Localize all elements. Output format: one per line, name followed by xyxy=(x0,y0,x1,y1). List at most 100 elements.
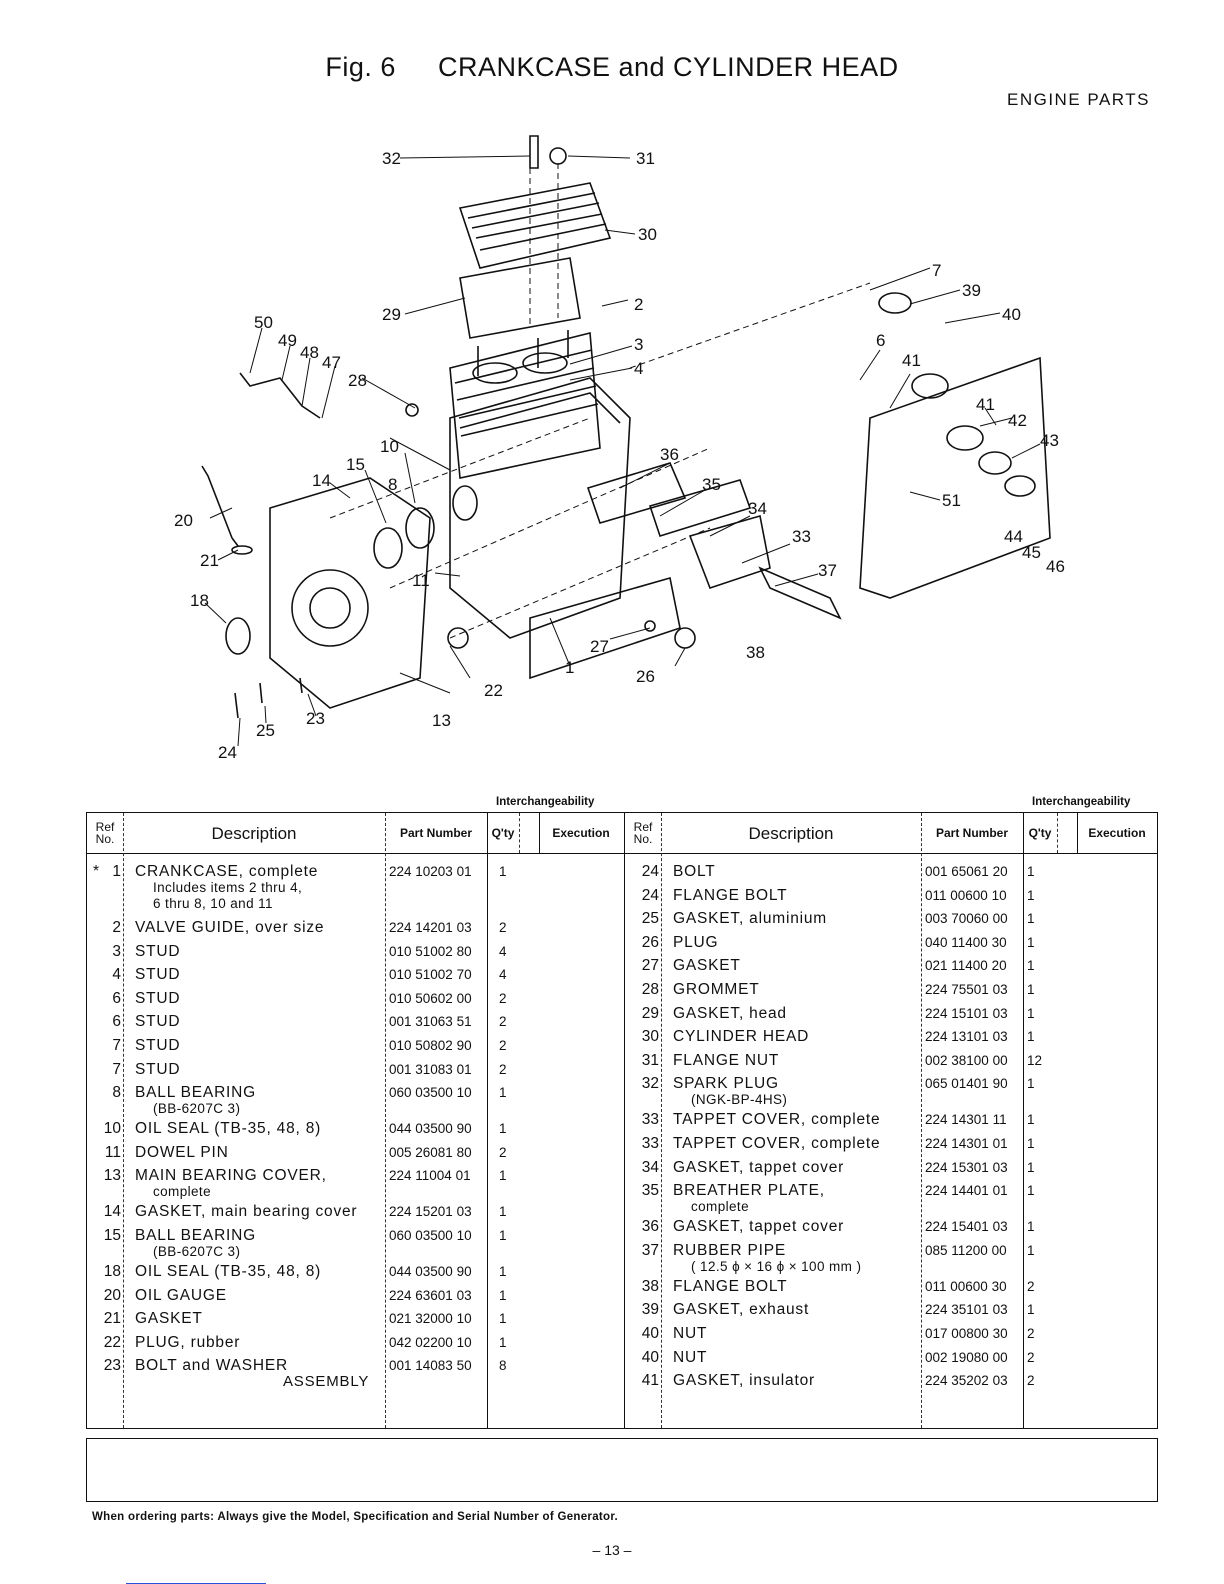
part-description: GASKET xyxy=(135,1310,203,1328)
svg-text:41: 41 xyxy=(976,395,995,414)
part-number: 224 14201 03 xyxy=(389,920,472,935)
ref-no: 4 xyxy=(112,966,121,984)
table-center-divider xyxy=(624,813,625,1428)
part-description: STUD xyxy=(135,966,181,984)
svg-text:18: 18 xyxy=(190,591,209,610)
ref-no: 15 xyxy=(103,1227,121,1244)
ref-no: 6 xyxy=(112,989,121,1007)
part-description: STUD xyxy=(135,1037,181,1054)
svg-text:4: 4 xyxy=(634,359,643,378)
part-description: GROMMET xyxy=(673,981,760,998)
svg-text:51: 51 xyxy=(942,491,961,510)
ref-no: 33 xyxy=(641,1111,659,1129)
col-qty-left: Q'ty xyxy=(491,825,515,840)
part-description-detail: Includes items 2 thru 4, xyxy=(153,880,303,895)
part-description: GASKET, aluminium xyxy=(673,910,828,928)
part-number: 021 32000 10 xyxy=(389,1311,472,1327)
ref-no: 13 xyxy=(103,1167,121,1185)
quantity: 2 xyxy=(499,1144,507,1160)
part-number: 224 63601 03 xyxy=(389,1287,472,1303)
col-qty-right: Q'ty xyxy=(1028,825,1052,840)
ref-no: 1 xyxy=(112,863,121,880)
part-number: 224 75501 03 xyxy=(925,982,1008,997)
ref-no: 3 xyxy=(112,942,121,960)
ref-no: 31 xyxy=(641,1051,659,1069)
quantity: 2 xyxy=(499,920,507,935)
svg-text:50: 50 xyxy=(254,313,273,332)
quantity: 1 xyxy=(1027,1302,1035,1318)
svg-text:35: 35 xyxy=(702,475,721,494)
ref-no: 30 xyxy=(641,1028,659,1046)
part-number: 224 15101 03 xyxy=(925,1005,1008,1021)
ref-no: 24 xyxy=(641,886,659,904)
quantity: 2 xyxy=(499,1038,507,1053)
part-number: 010 50802 90 xyxy=(389,1038,472,1053)
svg-text:43: 43 xyxy=(1040,431,1059,450)
part-description: OIL SEAL (TB-35, 48, 8) xyxy=(135,1120,322,1138)
svg-text:29: 29 xyxy=(382,305,401,324)
part-description: MAIN BEARING COVER, xyxy=(135,1167,327,1185)
svg-text:38: 38 xyxy=(746,643,765,662)
col-ref-left: Ref No. xyxy=(95,820,115,846)
svg-text:32: 32 xyxy=(382,149,401,168)
part-number: 224 35202 03 xyxy=(925,1373,1008,1389)
part-number: 010 50602 00 xyxy=(389,990,472,1006)
figure-title: CRANKCASE and CYLINDER HEAD xyxy=(437,52,899,82)
part-description-detail: 6 thru 8, 10 and 11 xyxy=(153,896,273,911)
part-number: 001 14083 50 xyxy=(389,1358,472,1374)
svg-text:25: 25 xyxy=(256,721,275,740)
part-description: GASKET, insulator xyxy=(673,1372,815,1390)
part-description: NUT xyxy=(673,1348,708,1366)
ref-no: 41 xyxy=(641,1372,659,1390)
col-execution-left: Execution xyxy=(552,825,610,840)
quantity: 2 xyxy=(1027,1326,1035,1341)
figure-number: Fig. 6 xyxy=(325,52,396,82)
svg-text:26: 26 xyxy=(636,667,655,686)
interchangeability-label-right: Interchangeability xyxy=(1032,796,1131,808)
ref-no: 25 xyxy=(641,910,659,928)
part-number: 044 03500 90 xyxy=(389,1264,472,1279)
part-description: OIL SEAL (TB-35, 48, 8) xyxy=(135,1263,322,1280)
part-description-detail: (BB-6207C 3) xyxy=(153,1244,241,1259)
section-label: ENGINE PARTS xyxy=(1006,90,1150,109)
quantity: 1 xyxy=(1027,1136,1035,1151)
part-number: 044 03500 90 xyxy=(389,1121,472,1137)
part-description: STUD xyxy=(135,1013,181,1031)
quantity: 1 xyxy=(1027,958,1035,974)
part-description: PLUG xyxy=(673,933,719,951)
svg-text:24: 24 xyxy=(218,743,237,762)
quantity: 12 xyxy=(1027,1052,1043,1068)
ref-no: 40 xyxy=(641,1325,659,1342)
part-number: 224 14401 01 xyxy=(925,1183,1008,1199)
svg-text:3: 3 xyxy=(634,335,643,354)
ref-no: 34 xyxy=(641,1158,659,1176)
quantity: 1 xyxy=(499,1121,507,1137)
svg-text:47: 47 xyxy=(322,353,341,372)
quantity: 4 xyxy=(499,943,507,959)
divider xyxy=(1077,813,1078,853)
divider xyxy=(487,813,488,1428)
divider xyxy=(519,813,520,853)
ref-no: 8 xyxy=(112,1084,121,1102)
col-description-right: Description xyxy=(748,823,834,843)
ref-no: 40 xyxy=(641,1348,659,1366)
part-description: TAPPET COVER, complete xyxy=(673,1135,881,1152)
quantity: 1 xyxy=(1027,1242,1035,1258)
svg-text:39: 39 xyxy=(962,281,981,300)
ref-no: 32 xyxy=(641,1075,659,1093)
